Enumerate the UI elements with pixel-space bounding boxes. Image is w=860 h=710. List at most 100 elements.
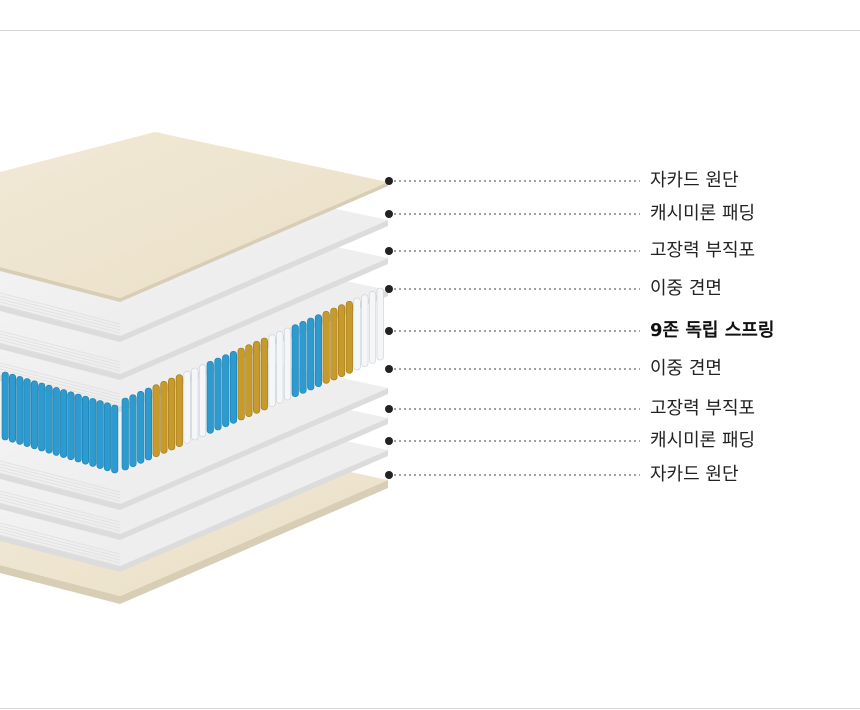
layer-label-padding-bottom: 캐시미론 패딩 — [650, 430, 756, 451]
sheet-cotton-top-texture-2 — [0, 368, 121, 401]
spring-coil-side-9 — [191, 367, 199, 441]
leader-lines-group — [385, 177, 640, 479]
layer-label-cotton-top: 이중 견면 — [650, 278, 722, 299]
sheet-padding-bottom-texture-0 — [0, 534, 121, 567]
spring-coil-front-15 — [111, 404, 119, 474]
layer-label-nonwoven-top: 고장력 부직포 — [650, 240, 756, 261]
spring-coil-side-33 — [376, 287, 384, 361]
spring-coil-side-6 — [168, 377, 176, 451]
spring-coil-side-10 — [198, 364, 207, 437]
sheet-cotton-bottom-texture-1 — [0, 469, 121, 502]
sheet-cotton-top-texture-3 — [0, 365, 121, 398]
spring-coil-side-23 — [299, 321, 307, 394]
sheet-cotton-bottom-texture-4 — [0, 460, 121, 493]
spring-coil-side-13 — [222, 354, 230, 427]
sheet-nonwoven-bottom-texture-3 — [0, 493, 121, 526]
sheet-nonwoven-bottom-texture-2 — [0, 496, 121, 529]
spring-coil-side-3 — [144, 387, 152, 461]
spring-coil-front-4 — [30, 380, 38, 450]
spring-coil-front-10 — [74, 393, 82, 463]
sheet-padding-top-texture-2 — [0, 298, 121, 331]
sheet-cotton-bottom-texture-3 — [0, 463, 121, 496]
sheet-padding-top-texture-0 — [0, 304, 121, 337]
leader-dot-1 — [385, 210, 393, 218]
spring-coil-side-12 — [214, 357, 222, 431]
spring-coil-side-22 — [291, 324, 299, 397]
spring-coil-side-31 — [361, 294, 369, 367]
spring-coil-side-0 — [121, 397, 129, 471]
sheet-cotton-bottom-texture-2 — [0, 466, 121, 499]
spring-coil-front-2 — [16, 376, 24, 445]
spring-coil-front-11 — [82, 395, 90, 465]
spring-coil-side-2 — [137, 391, 145, 464]
sheet-cotton-top-texture-4 — [0, 362, 121, 395]
spring-coil-side-30 — [353, 297, 361, 371]
spring-coil-side-4 — [152, 384, 160, 457]
spring-coil-side-28 — [338, 304, 346, 377]
sheet-padding-bottom-texture-3 — [0, 525, 121, 558]
sheet-nonwoven-top-texture-2 — [0, 336, 121, 369]
spring-coil-side-18 — [260, 337, 268, 411]
spring-coil-front-13 — [96, 400, 104, 469]
sheet-nonwoven-top-texture-1 — [0, 339, 121, 372]
spring-coil-side-17 — [253, 341, 261, 414]
leader-dot-2 — [385, 247, 393, 255]
spring-coil-side-24 — [307, 317, 315, 391]
sheet-padding-top-texture-3 — [0, 295, 121, 328]
layer-label-padding-top: 캐시미론 패딩 — [650, 203, 756, 224]
spring-coil-front-12 — [89, 398, 97, 467]
sheet-nonwoven-bottom-texture-1 — [0, 499, 121, 532]
spring-coil-front-8 — [60, 389, 68, 458]
spring-coil-front-3 — [23, 378, 31, 447]
spring-coils-group — [1, 287, 384, 474]
sheet-padding-bottom-texture-4 — [0, 522, 121, 555]
bottom-divider — [0, 708, 860, 709]
top-divider — [0, 30, 860, 31]
sheet-nonwoven-top-texture-0 — [0, 342, 121, 375]
leader-dot-6 — [385, 405, 393, 413]
spring-coil-front-6 — [45, 384, 53, 454]
sheet-padding-bottom-texture-1 — [0, 531, 121, 564]
sheet-nonwoven-top-texture-4 — [0, 330, 121, 363]
spring-coil-side-5 — [160, 381, 168, 454]
sheet-nonwoven-bottom-texture-4 — [0, 490, 121, 523]
spring-coil-side-14 — [229, 351, 237, 424]
spring-coil-front-1 — [9, 373, 17, 443]
spring-coil-side-16 — [245, 344, 253, 417]
spring-coil-side-26 — [322, 311, 330, 384]
sheet-padding-top-texture-4 — [0, 292, 121, 325]
sheet-padding-top-texture-1 — [0, 301, 121, 334]
spring-coil-front-14 — [103, 402, 111, 472]
spring-coil-side-1 — [129, 394, 137, 467]
sheet-jacquard-top-face — [0, 132, 388, 298]
spring-coil-front-7 — [52, 387, 60, 456]
spring-coil-front-0 — [1, 371, 9, 441]
sheet-jacquard-top — [0, 132, 388, 302]
spring-coil-front-5 — [38, 382, 46, 452]
spring-coil-side-8 — [183, 371, 191, 444]
layer-label-cotton-bottom: 이중 견면 — [650, 358, 722, 379]
spring-coil-side-32 — [368, 291, 377, 364]
layer-label-jacquard-top: 자카드 원단 — [650, 170, 739, 191]
sheet-cotton-bottom-texture-0 — [0, 472, 121, 505]
layer-label-nonwoven-bottom: 고장력 부직포 — [650, 398, 756, 419]
spring-coil-side-19 — [268, 334, 276, 407]
sheet-padding-bottom-texture-2 — [0, 528, 121, 561]
layer-label-jacquard-bottom: 자카드 원단 — [650, 464, 739, 485]
leader-dot-0 — [385, 177, 393, 185]
leader-dot-4 — [385, 327, 393, 335]
sheet-nonwoven-bottom-texture-0 — [0, 502, 121, 535]
spring-coil-front-9 — [67, 391, 75, 461]
leader-dot-5 — [385, 365, 393, 373]
leader-dot-8 — [385, 471, 393, 479]
sheet-nonwoven-top-texture-3 — [0, 333, 121, 366]
spring-coil-side-15 — [237, 347, 245, 421]
spring-coil-side-25 — [314, 314, 322, 387]
layer-label-springs: 9존 독립 스프링 — [650, 320, 775, 341]
leader-dot-3 — [385, 285, 393, 293]
spring-coil-side-7 — [175, 374, 183, 447]
spring-coil-side-11 — [206, 361, 214, 434]
spring-coil-side-21 — [283, 327, 292, 401]
spring-coil-side-20 — [276, 331, 284, 404]
